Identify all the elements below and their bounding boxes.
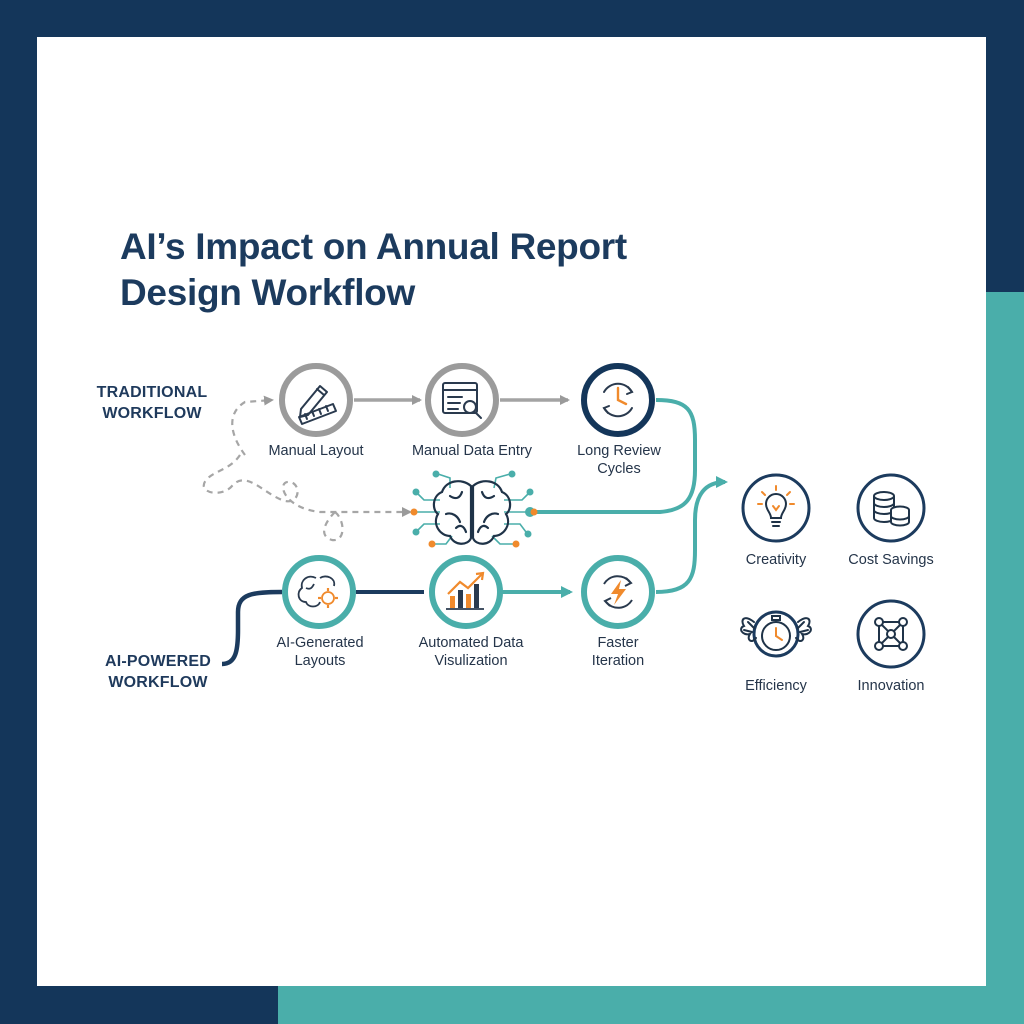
ai-workflow-label: AI-POWERED WORKFLOW bbox=[105, 653, 211, 691]
ai-step-generated-layouts bbox=[282, 555, 356, 629]
benefit-label-innovation: Innovation bbox=[857, 678, 925, 694]
benefit-label-creativity: Creativity bbox=[745, 552, 807, 568]
step-label-ai-generated-layouts: AI-Generated Layouts bbox=[276, 635, 364, 669]
step-label-manual-data-entry: Manual Data Entry bbox=[411, 443, 533, 459]
step-label-faster-iteration: Faster Iteration bbox=[591, 635, 645, 669]
brain-circuit-icon bbox=[410, 470, 538, 548]
pencil-ruler-icon bbox=[298, 385, 337, 425]
step-label-manual-layout: Manual Layout bbox=[268, 443, 364, 459]
winged-stopwatch-icon bbox=[740, 615, 812, 651]
teal-accent-right bbox=[986, 292, 1024, 1024]
teal-accent-bottom bbox=[278, 986, 1024, 1024]
brain-gear-icon bbox=[297, 575, 338, 608]
network-nodes-icon bbox=[874, 617, 908, 651]
coin-stack-icon bbox=[873, 491, 910, 527]
traditional-step-manual-data-entry bbox=[425, 363, 499, 437]
traditional-step-manual-layout bbox=[279, 363, 353, 437]
page-title-line-1: AI’s Impact on Annual Report bbox=[120, 226, 627, 267]
ai-step-automated-visualization bbox=[429, 555, 503, 629]
lightbulb-icon bbox=[757, 485, 795, 527]
traditional-step-long-review bbox=[581, 363, 655, 437]
lightning-cycle-icon bbox=[603, 575, 633, 609]
document-magnifier-icon bbox=[442, 382, 482, 419]
page-title: AI’s Impact on Annual Report Design Work… bbox=[120, 224, 740, 316]
traditional-connectors bbox=[202, 395, 570, 542]
traditional-workflow-label: TRADITIONAL WORKFLOW bbox=[96, 384, 208, 422]
benefit-innovation bbox=[856, 599, 926, 669]
ai-step-faster-iteration bbox=[581, 555, 655, 629]
benefit-label-cost-savings: Cost Savings bbox=[848, 552, 934, 568]
benefit-label-efficiency: Efficiency bbox=[745, 678, 807, 694]
bar-chart-trend-icon bbox=[446, 571, 485, 610]
step-label-automated-visualization: Automated Data Visulization bbox=[418, 635, 524, 669]
page-title-line-2: Design Workflow bbox=[120, 272, 415, 313]
step-label-long-review: Long Review Cycles bbox=[577, 443, 661, 477]
benefit-creativity bbox=[741, 473, 811, 543]
ai-hub bbox=[410, 470, 538, 548]
benefit-cost-savings bbox=[856, 473, 926, 543]
benefit-efficiency bbox=[740, 610, 812, 658]
clock-cycle-icon bbox=[602, 382, 634, 418]
